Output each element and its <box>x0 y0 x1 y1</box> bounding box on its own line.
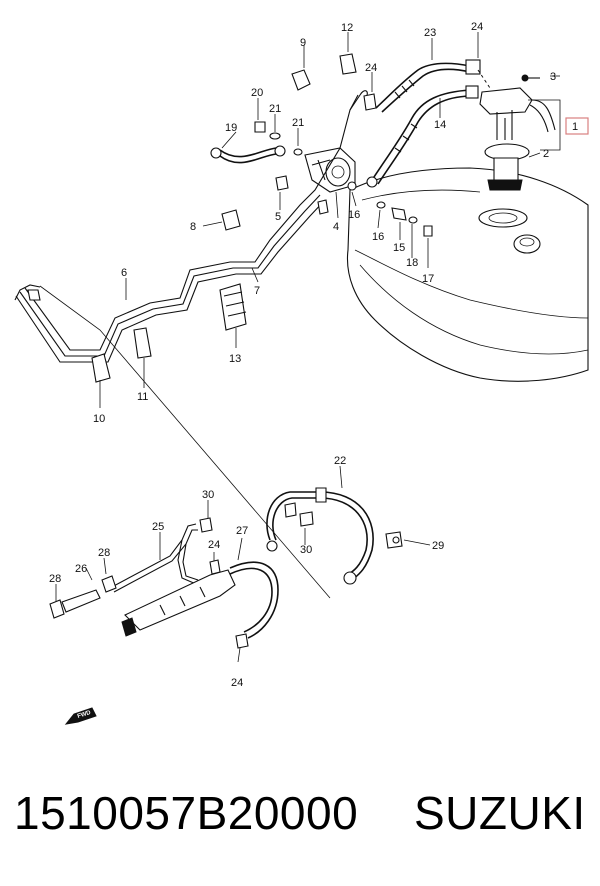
callout-26: 26 <box>75 563 87 575</box>
callout-30b: 30 <box>300 544 312 556</box>
callout-18: 18 <box>406 257 418 269</box>
callout-7: 7 <box>254 285 260 297</box>
callout-24c: 24 <box>208 539 220 551</box>
callout-24a: 24 <box>471 21 483 33</box>
callout-2: 2 <box>543 148 549 160</box>
callout-13: 13 <box>229 353 241 365</box>
callout-10: 10 <box>93 413 105 425</box>
fwd-arrow-icon: FWD <box>64 707 97 725</box>
injector-rail-27 <box>121 559 279 649</box>
part-29 <box>385 531 403 549</box>
callout-6: 6 <box>121 267 127 279</box>
callout-28a: 28 <box>49 573 61 585</box>
fwd-label: FWD <box>77 710 92 720</box>
callout-27: 27 <box>236 525 248 537</box>
parts-26-28 <box>49 575 117 619</box>
parts-diagram: FWD 1 2 3 4 5 6 7 8 9 10 11 12 13 14 15 … <box>14 21 589 725</box>
callout-1: 1 <box>572 121 578 133</box>
callout-21b: 21 <box>292 117 304 129</box>
callout-15: 15 <box>393 242 405 254</box>
leader-lines <box>39 32 560 663</box>
callout-21a: 21 <box>269 103 281 115</box>
callout-20: 20 <box>251 87 263 99</box>
callout-29: 29 <box>432 540 444 552</box>
callout-5: 5 <box>275 211 281 223</box>
callout-25: 25 <box>152 521 164 533</box>
fuel-hoses-top <box>366 59 491 188</box>
fuel-filter <box>304 147 357 193</box>
callout-12: 12 <box>341 22 353 34</box>
callout-numbers: 1 2 3 4 5 6 7 8 9 10 11 12 13 14 15 16 1… <box>49 21 578 689</box>
brand-name: SUZUKI <box>414 787 586 839</box>
callout-17: 17 <box>422 273 434 285</box>
hose-19 <box>210 93 377 215</box>
callout-16b: 16 <box>372 231 384 243</box>
callout-30a: 30 <box>202 489 214 501</box>
fuel-tank <box>346 167 589 382</box>
callout-14: 14 <box>434 119 446 131</box>
callout-22: 22 <box>334 455 346 467</box>
callout-8: 8 <box>190 221 196 233</box>
lower-hose-22 <box>266 487 374 585</box>
callout-19: 19 <box>225 122 237 134</box>
callout-3: 3 <box>550 71 556 83</box>
clamps <box>91 53 357 383</box>
callout-24d: 24 <box>231 677 243 689</box>
callout-16a: 16 <box>348 209 360 221</box>
callout-bracket <box>528 99 589 151</box>
part-number: 1510057B20000 <box>14 787 359 839</box>
fuel-pump-assembly <box>479 74 556 191</box>
callout-9: 9 <box>300 37 306 49</box>
callout-23: 23 <box>424 27 436 39</box>
callout-11: 11 <box>137 391 148 403</box>
small-parts-15-18 <box>376 201 433 237</box>
pipe-25 <box>109 517 213 593</box>
callout-4: 4 <box>333 221 339 233</box>
callout-24b: 24 <box>365 62 377 74</box>
callout-28b: 28 <box>98 547 110 559</box>
